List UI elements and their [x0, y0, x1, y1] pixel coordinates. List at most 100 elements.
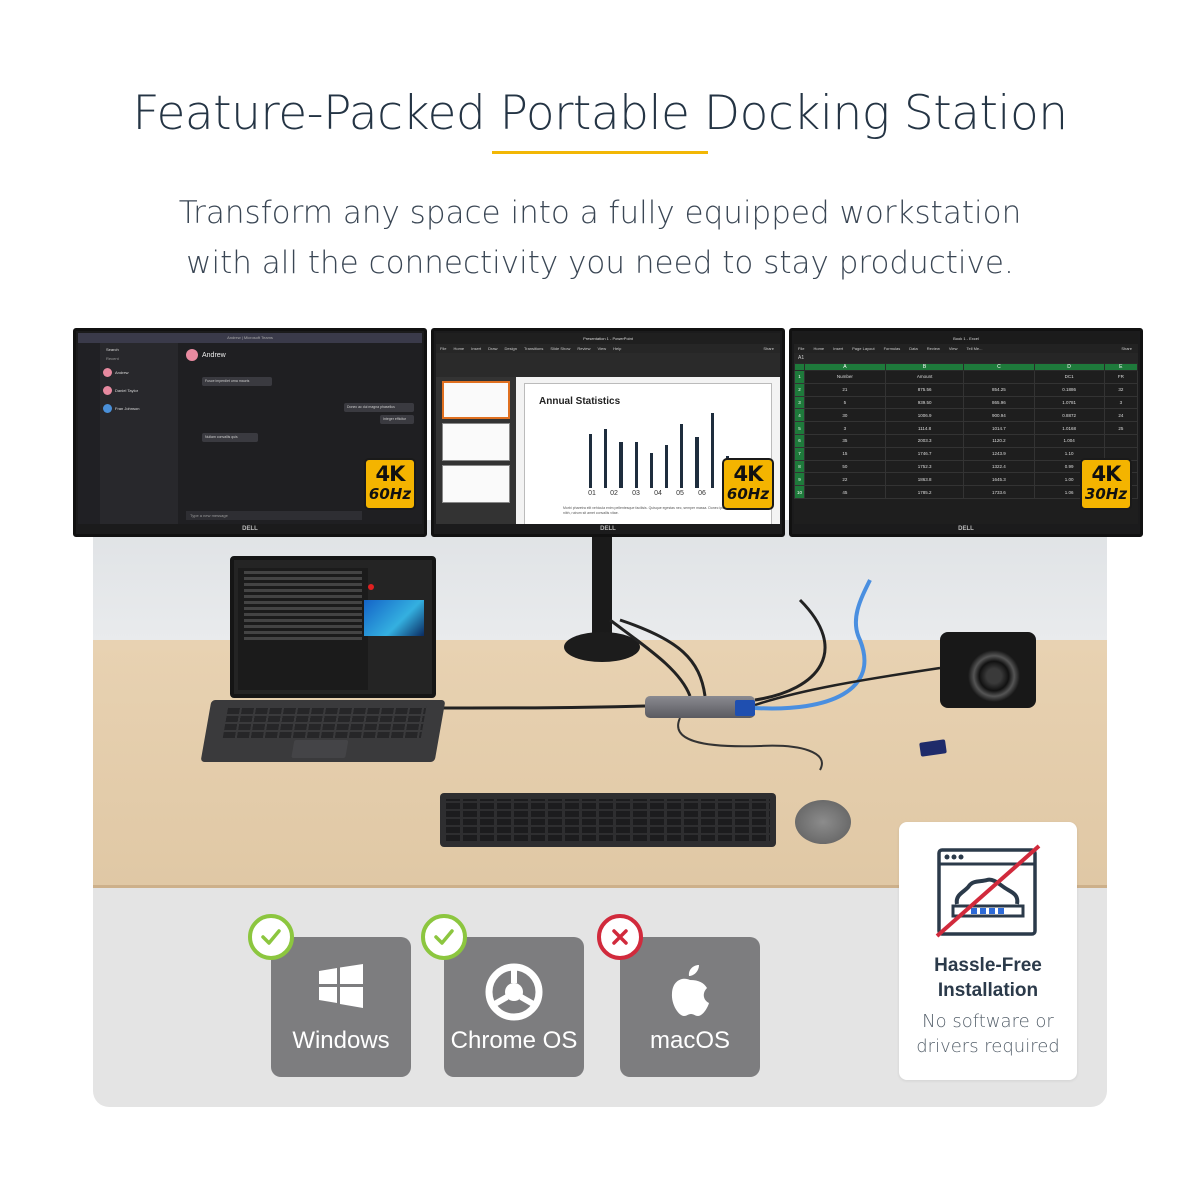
- table-cell[interactable]: 875.56: [884, 382, 965, 397]
- camera-lens: [968, 650, 1020, 702]
- monitor-brand: DELL: [600, 526, 616, 532]
- chrome-logo-icon: [485, 963, 543, 1021]
- vga-cable: [754, 598, 827, 702]
- slide-thumbnail[interactable]: [442, 465, 510, 503]
- compose-box[interactable]: Type a new message: [186, 511, 362, 520]
- desk-edge: [93, 885, 1107, 888]
- teams-search[interactable]: Search: [106, 347, 119, 352]
- feature-subtitle-line: No software or: [922, 1011, 1054, 1032]
- menu-item[interactable]: Review: [577, 346, 591, 351]
- slide-thumbnail[interactable]: [442, 423, 510, 461]
- menu-item[interactable]: Page Layout: [852, 346, 875, 351]
- menu-item[interactable]: Draw: [488, 346, 498, 351]
- excel-screen: Book 1 - Excel File Home Insert Page Lay…: [794, 333, 1138, 524]
- page-headline: Feature-Packed Portable Docking Station: [132, 86, 1068, 141]
- badge-resolution: 4K: [1091, 462, 1122, 486]
- menu-item[interactable]: View: [948, 346, 958, 351]
- teams-contact[interactable]: Daniel Taylor: [103, 383, 175, 397]
- laptop-preview-image: [364, 600, 424, 636]
- avatar: [103, 403, 112, 413]
- laptop-trackpad: [291, 740, 349, 758]
- formula-bar[interactable]: A1: [794, 353, 1138, 363]
- teams-chat-pane: Andrew Fusce imperdiet urna mauris Donec…: [178, 343, 422, 524]
- badge-refresh: 60Hz: [726, 485, 770, 503]
- chart-bar: [680, 424, 684, 488]
- menu-item[interactable]: View: [597, 346, 607, 351]
- check-icon: [421, 914, 467, 960]
- message-bubble: Donec ac dui magna phasellus: [344, 403, 414, 412]
- headline-accent-rule: [492, 151, 708, 154]
- camera: [940, 632, 1036, 708]
- avatar: [103, 367, 112, 377]
- menu-item[interactable]: Home: [813, 346, 825, 351]
- contact-name: Andrew: [115, 369, 129, 375]
- row-header[interactable]: 10: [794, 485, 805, 499]
- feature-subtitle: No software or drivers required: [899, 1009, 1077, 1059]
- monitor-stand-base: [564, 632, 640, 662]
- chart-tick-label: 04: [654, 490, 662, 497]
- chart-bar: [589, 433, 593, 488]
- excel-menu: File Home Insert Page Layout Formulas Da…: [794, 344, 1138, 353]
- menu-item[interactable]: Insert: [833, 346, 844, 351]
- monitor-brand: DELL: [958, 526, 974, 532]
- monitor-brand: DELL: [242, 526, 258, 532]
- menu-item[interactable]: Transitions: [523, 346, 544, 351]
- menu-item[interactable]: Slide Show: [550, 346, 571, 351]
- table-cell[interactable]: 1785.2: [884, 485, 965, 499]
- share-button[interactable]: Share: [763, 346, 774, 351]
- slide-thumbnail[interactable]: [442, 381, 510, 419]
- chart-tick-label: 05: [676, 490, 684, 497]
- menu-item[interactable]: Insert: [471, 346, 482, 351]
- excel-title-bar: Book 1 - Excel: [794, 333, 1138, 344]
- teams-app-rail: [78, 343, 100, 524]
- menu-item[interactable]: File: [440, 346, 447, 351]
- corner-cell[interactable]: [794, 363, 805, 371]
- feature-title-line: Hassle-Free: [934, 955, 1042, 976]
- record-indicator: [368, 584, 374, 590]
- teams-recent-label: Recent: [106, 356, 119, 361]
- menu-item[interactable]: Data: [909, 346, 918, 351]
- no-install-icon: [935, 844, 1041, 938]
- feature-card-hassle-free: Hassle-Free Installation No software or …: [899, 822, 1077, 1080]
- badge-resolution: 4K: [375, 462, 406, 486]
- chart-tick-label: 02: [610, 490, 618, 497]
- chart-bar: [634, 441, 638, 488]
- column-header[interactable]: E: [1103, 363, 1138, 371]
- slide-thumbnails: [436, 377, 516, 524]
- column-header[interactable]: B: [884, 363, 965, 371]
- check-icon: [248, 914, 294, 960]
- chart-bar: [710, 412, 714, 488]
- laptop-screen: [230, 556, 436, 698]
- message-bubble: Integer efficitur: [380, 415, 414, 424]
- monitor-right: Book 1 - Excel File Home Insert Page Lay…: [789, 328, 1143, 537]
- ethernet-cable: [754, 579, 872, 711]
- menu-item[interactable]: Home: [453, 346, 465, 351]
- chart-tick-label: 03: [632, 490, 640, 497]
- table-cell[interactable]: FR: [1103, 370, 1138, 384]
- os-label: Windows: [292, 1027, 390, 1054]
- menu-item[interactable]: Help: [613, 346, 622, 351]
- subheadline-line-2: with all the connectivity you need to st…: [186, 245, 1014, 281]
- teams-chat-list: Search Recent Andrew Daniel Taylor Fran …: [100, 343, 178, 524]
- slide-title: Annual Statistics: [539, 396, 621, 407]
- chart-bar: [695, 436, 699, 488]
- badge-refresh: 30Hz: [1084, 485, 1128, 503]
- resolution-badge: 4K 30Hz: [1080, 458, 1132, 510]
- message-bubble: Fusce imperdiet urna mauris: [202, 377, 272, 386]
- table-cell[interactable]: 1752.3: [884, 459, 965, 474]
- share-button[interactable]: Share: [1121, 346, 1132, 351]
- menu-item[interactable]: Formulas: [883, 346, 901, 351]
- avatar: [186, 349, 198, 361]
- menu-item[interactable]: File: [798, 346, 805, 351]
- menu-item[interactable]: Review: [926, 346, 940, 351]
- usb-c-cable: [439, 704, 646, 710]
- teams-contact[interactable]: Andrew: [103, 365, 175, 379]
- resolution-badge: 4K 60Hz: [722, 458, 774, 510]
- teams-contact[interactable]: Fran Johnson: [103, 401, 175, 415]
- menu-item[interactable]: Design: [504, 346, 517, 351]
- menu-item[interactable]: Tell Me...: [966, 346, 983, 351]
- ppt-ribbon: [436, 353, 780, 377]
